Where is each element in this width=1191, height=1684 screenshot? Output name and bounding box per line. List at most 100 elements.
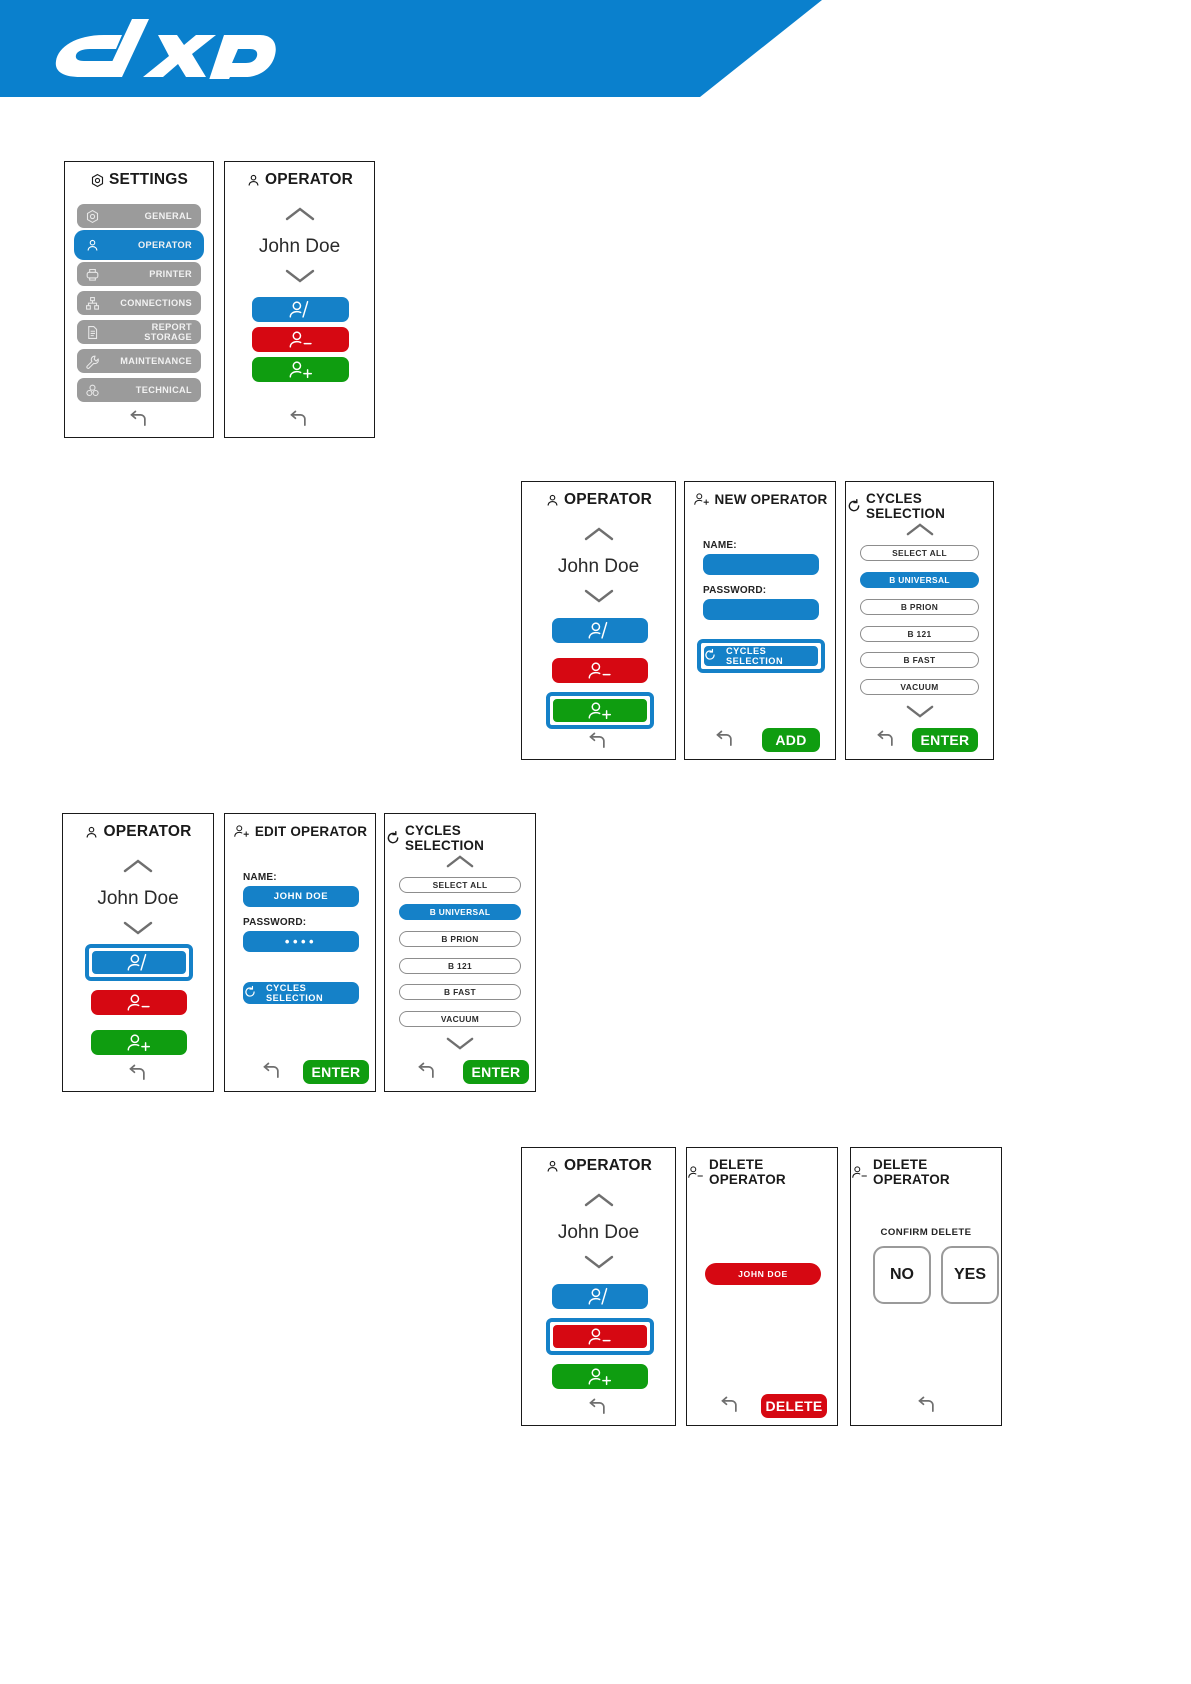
password-input[interactable] — [703, 599, 819, 620]
cycle-item-b-prion[interactable]: B PRION — [399, 931, 521, 947]
settings-title-text: SETTINGS — [108, 171, 189, 188]
cycle-item-b-universal[interactable]: B UNIVERSAL — [860, 572, 979, 588]
sidebar-item-printer[interactable]: PRINTER — [77, 262, 201, 286]
user-edit-icon — [289, 300, 308, 318]
chevron-up-icon[interactable] — [846, 522, 993, 537]
chevron-up-icon[interactable] — [225, 206, 374, 222]
operator-title-text: OPERATOR — [563, 1157, 652, 1174]
settings-panel-title: SETTINGS — [65, 171, 213, 189]
chevron-up-icon[interactable] — [63, 858, 213, 874]
sidebar-item-label: MAINTENANCE — [120, 356, 192, 366]
back-arrow-icon[interactable] — [125, 1064, 149, 1089]
new-operator-title-text: NEW OPERATOR — [714, 491, 828, 507]
sidebar-item-report-storage[interactable]: REPORT STORAGE — [77, 320, 201, 344]
password-label: PASSWORD: — [243, 917, 307, 928]
chevron-up-icon[interactable] — [522, 1192, 675, 1208]
chevron-up-icon[interactable] — [385, 854, 535, 869]
cycles-selection-button[interactable]: CYCLES SELECTION — [243, 982, 359, 1004]
edit-operator-button[interactable] — [91, 950, 187, 975]
chevron-down-icon[interactable] — [385, 1036, 535, 1051]
sidebar-item-operator[interactable]: OPERATOR — [77, 233, 201, 257]
add-operator-button[interactable] — [552, 698, 648, 723]
chevron-down-icon[interactable] — [522, 1254, 675, 1270]
chevron-up-icon[interactable] — [522, 526, 675, 542]
edit-operator-button[interactable] — [552, 1284, 648, 1309]
delete-operator-button[interactable] — [91, 990, 187, 1015]
settings-panel: SETTINGS GENERAL OPERATOR PRINTER — [64, 161, 214, 438]
operator-panel-2: OPERATOR John Doe — [521, 481, 676, 760]
user-icon — [246, 173, 261, 188]
back-arrow-icon[interactable] — [414, 1062, 438, 1087]
sidebar-item-general[interactable]: GENERAL — [77, 204, 201, 228]
back-arrow-icon[interactable] — [914, 1396, 938, 1421]
cycle-item-b-fast[interactable]: B FAST — [860, 652, 979, 668]
new-operator-panel: NEW OPERATOR NAME: PASSWORD: CYCLES SELE… — [684, 481, 836, 760]
back-arrow-icon[interactable] — [259, 1062, 283, 1087]
chevron-down-icon[interactable] — [522, 588, 675, 604]
enter-button[interactable]: ENTER — [303, 1060, 369, 1084]
delete-operator-button[interactable] — [552, 658, 648, 683]
refresh-icon — [846, 498, 862, 514]
back-arrow-icon[interactable] — [873, 730, 897, 755]
cycle-item-b-121[interactable]: B 121 — [399, 958, 521, 974]
add-operator-button[interactable] — [91, 1030, 187, 1055]
sidebar-item-technical[interactable]: TECHNICAL — [77, 378, 201, 402]
edit-operator-button[interactable] — [252, 297, 349, 322]
cycle-item-b-universal[interactable]: B UNIVERSAL — [399, 904, 521, 920]
operator-name-value: John Doe — [258, 236, 341, 257]
back-arrow-icon[interactable] — [286, 410, 310, 435]
delete-operator-button[interactable] — [252, 327, 349, 352]
confirm-yes-button[interactable]: YES — [941, 1246, 999, 1304]
operator-name-value: John Doe — [97, 888, 179, 909]
delete-operator-button[interactable] — [552, 1324, 648, 1349]
enter-button[interactable]: ENTER — [912, 728, 978, 752]
cycle-item-b-fast[interactable]: B FAST — [399, 984, 521, 1000]
back-arrow-icon[interactable] — [585, 732, 609, 757]
back-arrow-icon[interactable] — [717, 1396, 741, 1421]
sidebar-item-maintenance[interactable]: MAINTENANCE — [77, 349, 201, 373]
confirm-no-button[interactable]: NO — [873, 1246, 931, 1304]
cycle-item-vacuum[interactable]: VACUUM — [860, 679, 979, 695]
back-arrow-icon[interactable] — [712, 730, 736, 755]
password-input[interactable]: •••• — [243, 931, 359, 952]
sidebar-item-connections[interactable]: CONNECTIONS — [77, 291, 201, 315]
user-minus-icon — [588, 662, 611, 679]
chevron-down-icon[interactable] — [63, 920, 213, 936]
user-edit-icon — [127, 953, 147, 971]
operator-title-text: OPERATOR — [264, 171, 353, 188]
cycles-selection-label: CYCLES SELECTION — [726, 646, 784, 666]
enter-button[interactable]: ENTER — [463, 1060, 529, 1084]
back-arrow-icon[interactable] — [126, 410, 150, 435]
user-minus-icon — [127, 994, 150, 1011]
refresh-icon — [703, 648, 717, 664]
add-button[interactable]: ADD — [762, 728, 820, 752]
chevron-down-icon[interactable] — [846, 704, 993, 719]
chevron-down-icon[interactable] — [225, 268, 374, 284]
name-input[interactable]: JOHN DOE — [243, 886, 359, 907]
back-arrow-icon[interactable] — [585, 1398, 609, 1423]
name-input[interactable] — [703, 554, 819, 575]
user-edit-icon — [588, 1287, 608, 1305]
operator-name-value: John Doe — [557, 1222, 640, 1243]
add-operator-button[interactable] — [552, 1364, 648, 1389]
delete-button[interactable]: DELETE — [761, 1394, 827, 1418]
sidebar-item-label: PRINTER — [149, 269, 192, 279]
add-operator-button[interactable] — [252, 357, 349, 382]
operator-chip-john-doe[interactable]: JOHN DOE — [705, 1263, 821, 1285]
delete-operator-title-text: DELETE OPERATOR — [709, 1157, 786, 1187]
cycle-item-b-121[interactable]: B 121 — [860, 626, 979, 642]
sidebar-item-label: OPERATOR — [137, 240, 192, 250]
operator-panel-4: OPERATOR John Doe — [521, 1147, 676, 1426]
name-label: NAME: — [703, 540, 737, 551]
operator-panel-1: OPERATOR John Doe — [224, 161, 375, 438]
user-icon — [77, 238, 107, 253]
molecule-icon — [77, 383, 107, 398]
edit-operator-button[interactable] — [552, 618, 648, 643]
cycles-selection-button[interactable]: CYCLES SELECTION — [703, 645, 819, 667]
cycle-item-b-prion[interactable]: B PRION — [860, 599, 979, 615]
cycle-item-vacuum[interactable]: VACUUM — [399, 1011, 521, 1027]
cycle-item-select-all[interactable]: SELECT ALL — [860, 545, 979, 561]
cycle-item-select-all[interactable]: SELECT ALL — [399, 877, 521, 893]
user-plus-icon — [693, 491, 711, 507]
user-plus-icon — [588, 1368, 612, 1386]
